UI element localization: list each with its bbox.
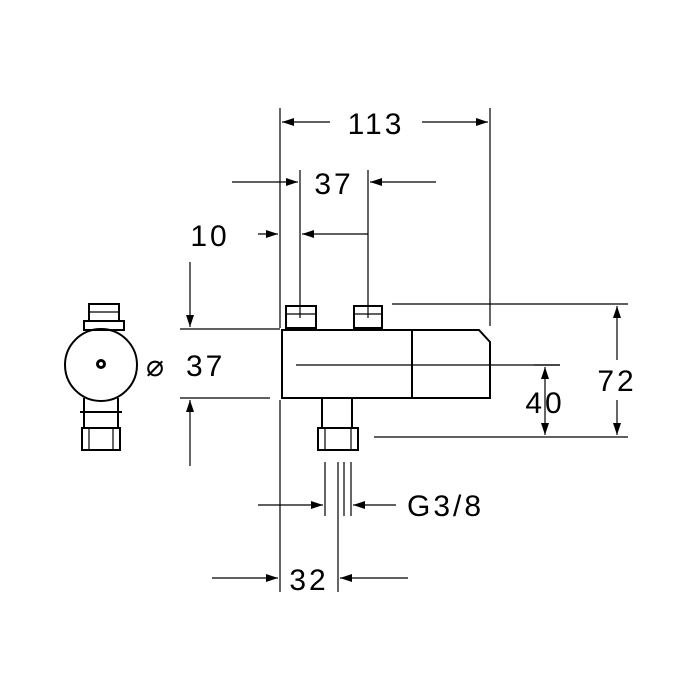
dimension-body-diameter: ⌀ 37 bbox=[146, 262, 280, 466]
dimension-overall-height: 72 bbox=[392, 303, 636, 435]
side-view bbox=[64, 303, 138, 451]
front-view bbox=[281, 305, 560, 451]
inlet-offset-label: 10 bbox=[190, 220, 229, 253]
overall-width-label: 113 bbox=[348, 108, 405, 141]
diameter-symbol: ⌀ bbox=[146, 350, 167, 383]
outlet-fitting bbox=[317, 427, 359, 451]
body-diameter-label: 37 bbox=[186, 350, 225, 383]
outlet-offset-label: 32 bbox=[289, 564, 328, 597]
side-view-body-circle bbox=[64, 328, 138, 402]
dimension-outlet-height: 40 bbox=[374, 364, 628, 438]
dimension-outlet-offset: 32 bbox=[212, 400, 408, 597]
dimension-inlet-offset: 10 bbox=[190, 220, 368, 253]
dimension-overall-width: 113 bbox=[279, 108, 491, 328]
valve-body bbox=[281, 329, 491, 399]
outlet-thread-label: G3/8 bbox=[407, 490, 484, 523]
outlet-height-label: 40 bbox=[525, 387, 564, 420]
dimension-outlet-thread: G3/8 bbox=[258, 462, 484, 523]
overall-height-label: 72 bbox=[597, 365, 636, 398]
inlet-spacing-label: 37 bbox=[314, 168, 353, 201]
inlet-fitting-left bbox=[285, 305, 317, 329]
dimension-inlet-spacing: 37 bbox=[232, 168, 436, 318]
